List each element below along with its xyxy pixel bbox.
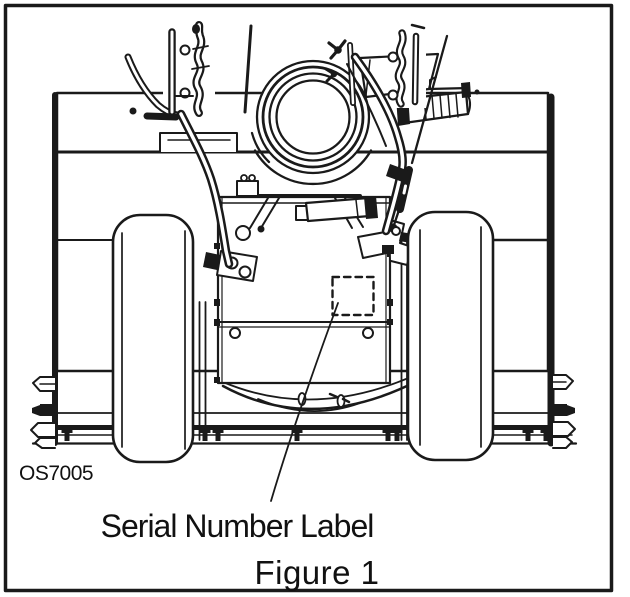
hydro-cylinder <box>304 196 372 223</box>
tires <box>111 210 495 464</box>
serial-number-label-text: Serial Number Label <box>101 508 374 544</box>
gearbox-panel <box>203 174 413 385</box>
figure-caption-text: Figure 1 <box>254 554 379 591</box>
deck-belly-curves <box>198 239 427 441</box>
tire-right <box>406 210 495 462</box>
drawing-code-text: OS7005 <box>19 462 93 485</box>
serial-label-callout <box>270 275 375 502</box>
serial-label-dashed-box <box>331 275 375 317</box>
figure-border <box>3 3 614 593</box>
right-bracket <box>552 374 576 449</box>
tire-left <box>111 213 195 464</box>
left-rod <box>243 24 253 114</box>
figure-text: OS7005 Serial Number Label Figure 1 <box>19 462 379 591</box>
leader-line <box>270 302 339 502</box>
engine-recoil <box>250 59 373 186</box>
tube-clamp <box>386 164 412 184</box>
rail-bolts <box>61 425 552 441</box>
wing-bolt <box>324 39 347 83</box>
handlebar-left-cluster <box>124 21 253 269</box>
handlebar-right-tube <box>346 52 412 236</box>
left-bracket <box>30 376 56 449</box>
panel-hole <box>235 225 251 241</box>
